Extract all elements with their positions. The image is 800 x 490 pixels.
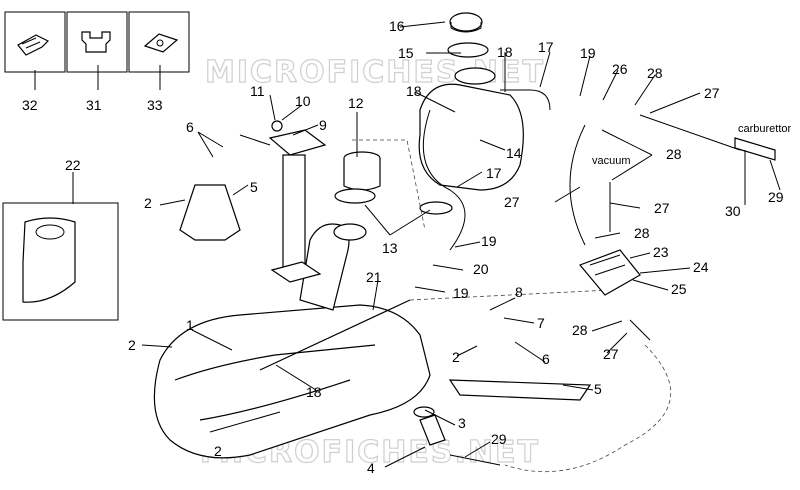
callout-30: 30	[725, 203, 741, 219]
hose-29-bottom	[449, 454, 501, 466]
callout-27-right: 27	[654, 200, 670, 216]
filler-hose-sleeve	[334, 139, 453, 231]
callout-32: 32	[22, 97, 38, 113]
detail-box-pad-22	[2, 202, 119, 321]
callout-3: 3	[458, 415, 466, 431]
callout-14: 14	[506, 145, 522, 161]
detail-box-clip-32	[4, 11, 66, 73]
fuel-tap	[413, 406, 446, 446]
callout-6-right: 6	[542, 351, 550, 367]
expansion-tank	[418, 12, 524, 191]
callout-10: 10	[295, 93, 311, 109]
callout-2-left-upper: 2	[144, 195, 152, 211]
callout-2-right: 2	[452, 349, 460, 365]
callout-31: 31	[86, 97, 102, 113]
callout-6-left: 6	[186, 119, 194, 135]
valve-23	[578, 249, 641, 296]
callout-9: 9	[319, 117, 327, 133]
callout-29-bottom: 29	[491, 431, 507, 447]
note-carburettor: carburettor	[738, 123, 792, 135]
callout-28-top: 28	[647, 65, 663, 81]
fuel-tank	[153, 223, 431, 459]
callout-26: 26	[612, 61, 628, 77]
callout-28-valve: 28	[634, 225, 650, 241]
hose-route-dashed-2	[409, 289, 611, 301]
hose-21	[259, 299, 411, 371]
carburettor-connector	[734, 137, 776, 161]
callout-4: 4	[367, 460, 375, 476]
note-vacuum: vacuum	[592, 155, 631, 167]
callout-7: 7	[537, 315, 545, 331]
callout-17-top: 17	[538, 39, 554, 55]
callout-5-left: 5	[250, 179, 258, 195]
callout-12: 12	[348, 95, 364, 111]
leader-lines	[34, 21, 781, 468]
hose-27-top	[639, 114, 741, 151]
hose-route-dashed	[504, 344, 671, 473]
hose-27-bottom	[629, 319, 651, 341]
callout-19-top: 19	[580, 45, 596, 61]
callout-28-bottom: 28	[572, 322, 588, 338]
callout-21: 21	[366, 269, 382, 285]
hose-27-mid	[569, 124, 586, 246]
callout-23: 23	[653, 244, 669, 260]
detail-box-clip-31	[66, 11, 128, 73]
callout-18-mid: 18	[406, 83, 422, 99]
hose-18-19	[500, 89, 551, 111]
callout-27-top: 27	[704, 85, 720, 101]
callout-24: 24	[693, 259, 709, 275]
callout-19-lower: 19	[453, 285, 469, 301]
callout-5-right: 5	[594, 381, 602, 397]
callout-1: 1	[186, 317, 194, 333]
callout-18-top: 18	[497, 44, 513, 60]
callout-33: 33	[147, 97, 163, 113]
callout-27-left: 27	[504, 194, 520, 210]
hose-17	[422, 109, 466, 251]
callout-22: 22	[65, 157, 81, 173]
bracket-left	[179, 184, 241, 241]
callout-20: 20	[473, 261, 489, 277]
callout-8: 8	[515, 284, 523, 300]
callout-25: 25	[671, 281, 687, 297]
callout-19-mid: 19	[481, 233, 497, 249]
callout-11: 11	[250, 83, 265, 99]
callout-17-mid: 17	[486, 165, 502, 181]
detail-box-clip-33	[128, 11, 190, 73]
callout-27-bottom: 27	[603, 346, 619, 362]
bracket-right	[448, 379, 592, 401]
callout-13: 13	[382, 240, 398, 256]
callout-16: 16	[389, 18, 405, 34]
callout-28-vacuum: 28	[666, 146, 682, 162]
callout-29-right: 29	[768, 189, 784, 205]
fuel-pump-assembly	[239, 120, 327, 283]
callout-labels: 32 31 33 22 1 2 2 2 2 6 6 5 5 11 10 9 12…	[22, 18, 792, 476]
callout-18-bottom: 18	[306, 384, 322, 400]
callout-2-left-lower: 2	[128, 337, 136, 353]
callout-2-bottom: 2	[214, 443, 222, 459]
callout-15: 15	[398, 45, 414, 61]
